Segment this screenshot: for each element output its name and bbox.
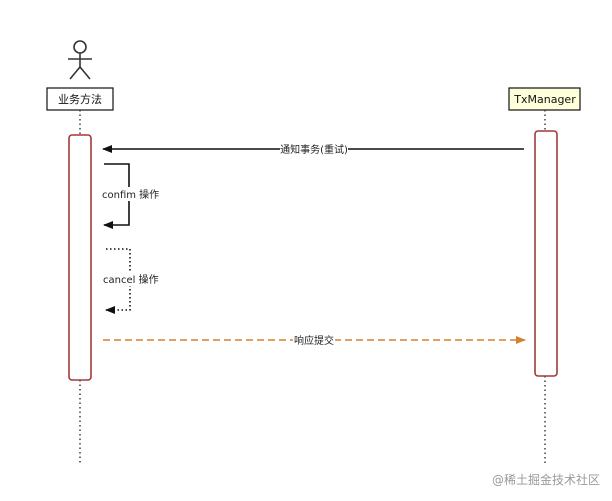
participant-label-left: 业务方法 [58,92,102,106]
message-cancel-label: cancel 操作 [103,273,159,286]
message-commit-label-bg [293,333,335,347]
message-cancel-label-bg [101,272,159,286]
message-cancel-arrow [105,248,131,314]
message-commit-label: 响应提交 [294,334,334,347]
message-confim-label: confim 操作 [102,188,159,201]
participant-label-right: TxManager [513,93,576,106]
message-notify-label-bg [280,142,348,156]
activation-bar-left [68,134,92,381]
activation-bar-right [534,130,558,377]
message-notify-label: 通知事务(重试) [280,143,348,156]
message-confim-label-bg [100,187,158,201]
actor-icon [68,40,92,80]
watermark: @稀土掘金技术社区 [492,472,600,487]
